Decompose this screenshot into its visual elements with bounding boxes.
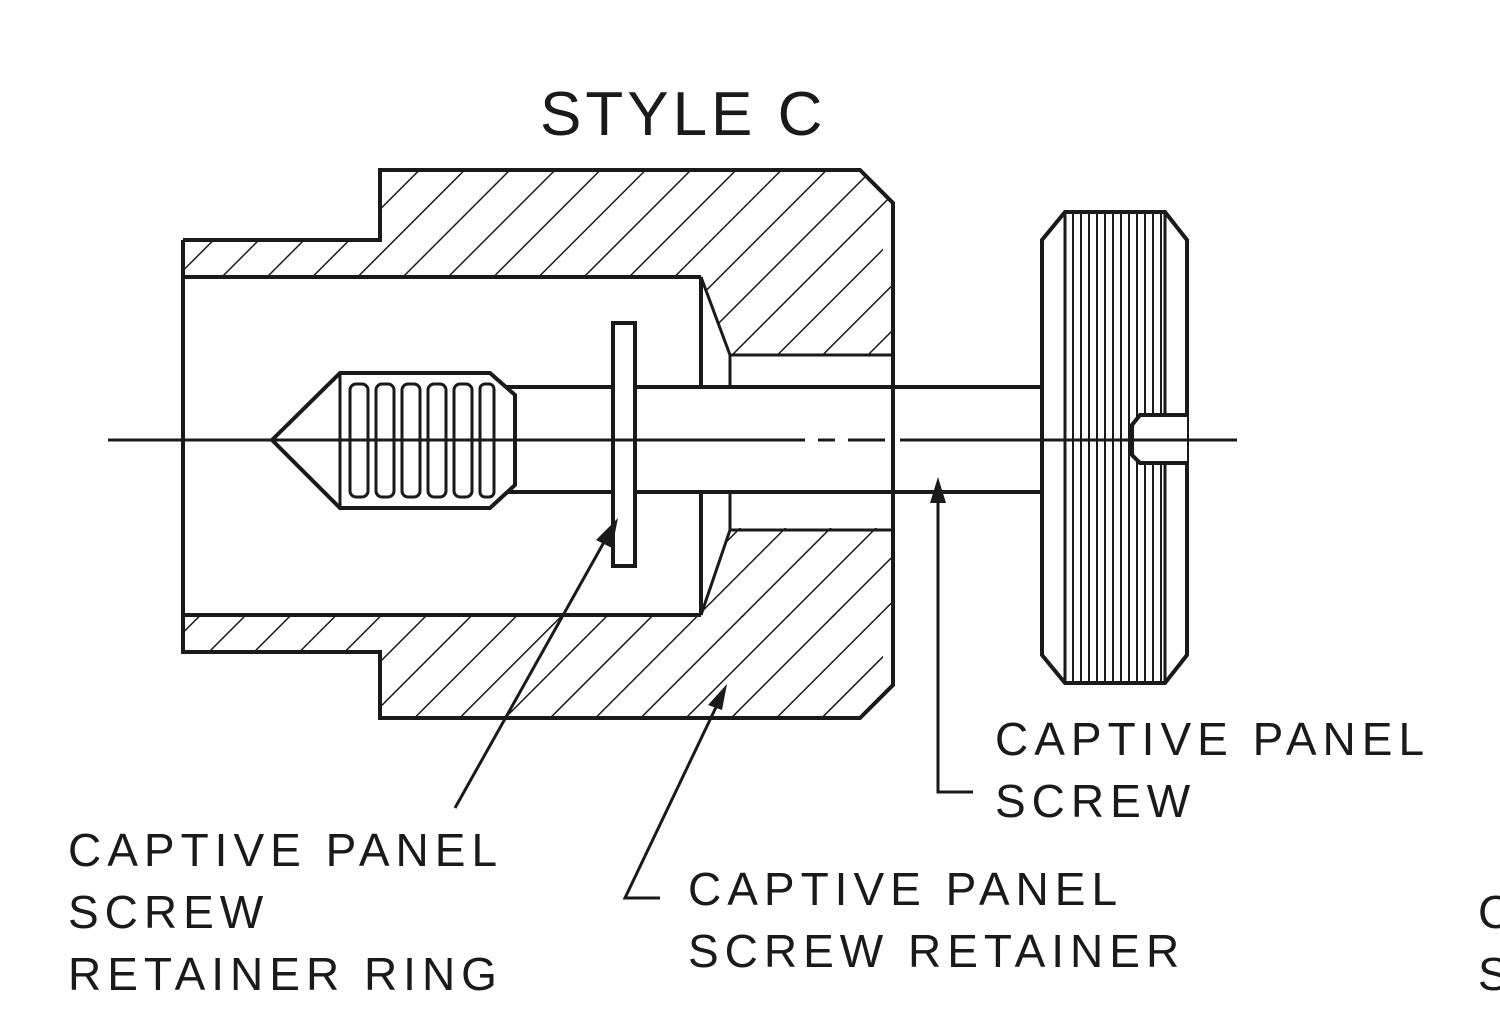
label-cutoff-line1: C	[1478, 886, 1500, 938]
captive-panel-screw	[269, 210, 1189, 685]
label-cutoff-line2: S	[1478, 948, 1500, 1000]
leader-retainer-ring	[453, 518, 618, 809]
label-retainer-ring-line2: SCREW	[68, 886, 269, 938]
label-screw-retainer-line2: SCREW RETAINER	[688, 925, 1185, 977]
arrow-head-icon	[930, 477, 946, 503]
label-retainer-ring-line1: CAPTIVE PANEL	[68, 824, 503, 876]
label-captive-panel-screw-line2: SCREW	[995, 775, 1196, 827]
leader-screw-retainer	[622, 684, 727, 900]
label-captive-panel-screw-line1: CAPTIVE PANEL	[995, 713, 1430, 765]
label-retainer-ring-line3: RETAINER RING	[68, 948, 503, 1000]
diagram-title: STYLE C	[540, 80, 826, 149]
arrow-head-icon	[596, 518, 618, 548]
retainer-ring	[611, 321, 637, 568]
arrow-head-icon	[708, 684, 727, 710]
knurled-knob	[1040, 210, 1189, 685]
leader-captive-panel-screw	[930, 477, 973, 794]
label-screw-retainer-line1: CAPTIVE PANEL	[688, 863, 1123, 915]
